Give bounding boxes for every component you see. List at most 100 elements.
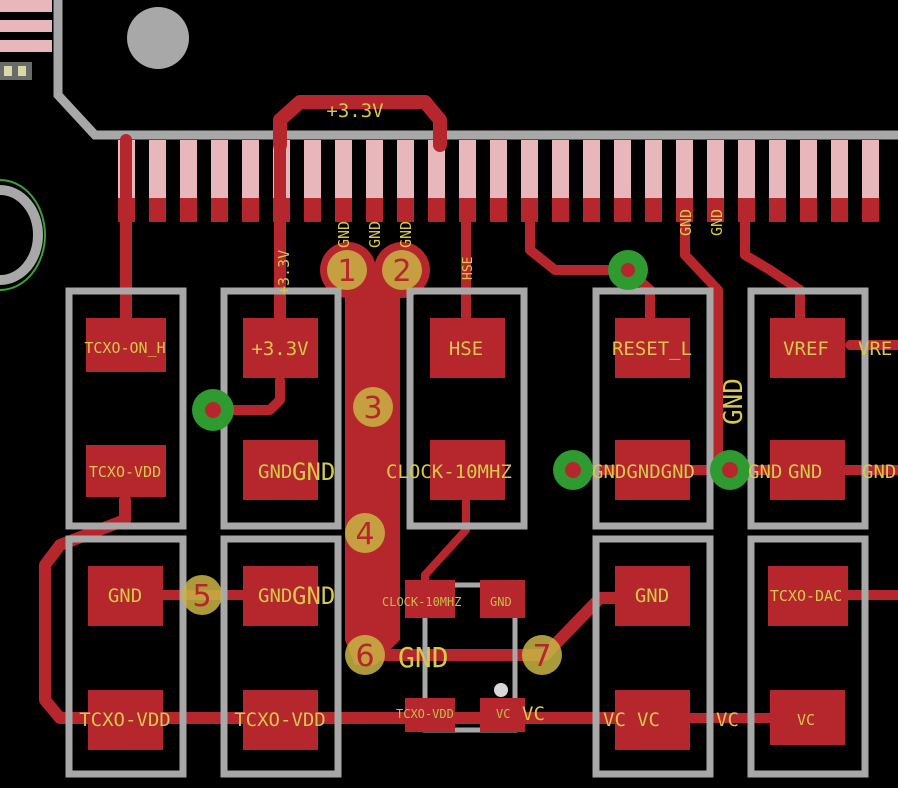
pad-label-tcxo-vdd: TCXO-VDD [89,463,161,481]
ic-pin-pad [676,198,693,222]
label-pin-gnd-e: GND [708,209,726,236]
ic-pin-pad [645,198,662,222]
marker-circle-1 [327,250,367,290]
ic-pin-pad [180,198,197,222]
ic-pin [645,140,662,198]
ic-pin [211,140,228,198]
ic-pin-pad [614,198,631,222]
ic-pin [862,140,879,198]
vias [192,250,750,697]
ic-pin-pad [242,198,259,222]
marker-label-3: 3 [363,391,382,426]
component-arc [0,179,46,291]
ic-pin [769,140,786,198]
pad-label-vc-b: VC [603,709,626,731]
component-outlines [65,287,869,778]
pad-label-gnd-r3: GND [862,461,896,483]
ic-pin-pad [366,198,383,222]
pad-label-gnd-m2: GND [292,582,335,610]
ic-pin-pad [490,198,507,222]
label-pin-gnd-d: GND [677,209,695,236]
ic-pin [707,140,724,198]
ic-pin [676,140,693,198]
smd-pads [86,318,848,750]
ic-pin-pad [521,198,538,222]
pad-label-vref-cut: VRE [858,338,892,360]
marker-label-2: 2 [392,254,411,289]
left-pins [0,0,52,80]
ic-pin [366,140,383,198]
ic-pin [490,140,507,198]
pad-label-gnd-mid: GND [258,461,292,483]
pad-label-hse: HSE [449,338,483,360]
label-pin-33v: +3.3V [275,250,293,295]
pad-label-gnd-mid2: GND [292,458,335,486]
ic-pin [552,140,569,198]
ic-outline [53,0,898,140]
ic-pin [800,140,817,198]
pad-label-small-gnd: GND [490,595,512,609]
pad-label-tcxo-dac: TCXO-DAC [770,587,842,605]
numbered-markers: 1 2 3 4 5 6 7 [182,250,562,675]
marker-label-1: 1 [337,254,356,289]
label-pin-gnd-c: GND [397,221,415,248]
ic-pin [242,140,259,198]
marker-label-7: 7 [532,639,551,674]
ic-pin [614,140,631,198]
marker-label-6: 6 [355,639,374,674]
silkscreen-labels: +3.3V GND GND GND +3.3V HSE GND GND TCXO… [79,100,896,731]
pad-label-tcxo-on-h: TCXO-ON_H [84,339,165,357]
ic-pin [583,140,600,198]
marker-circle-5 [182,575,222,615]
ic-pin-pad [304,198,321,222]
ic-pin-pad [335,198,352,222]
marker-label-4: 4 [355,517,374,552]
ic-pin [335,140,352,198]
ic-pins [118,140,879,222]
label-33v-rail: +3.3V [326,100,383,122]
pad-label-vc-a: VC [522,703,545,725]
pad-label-small-tcxo-vdd: TCXO-VDD [396,707,454,721]
pin1-dot [127,7,189,69]
pad-label-small-vc: VC [496,707,510,721]
ic-pin-pad [552,198,569,222]
label-pin-gnd-b: GND [366,221,384,248]
ic-pin [831,140,848,198]
pad-label-gnd-m: GND [258,585,292,607]
marker-label-5: 5 [192,579,211,614]
marker-circle-2 [382,250,422,290]
ic-pin-pad [800,198,817,222]
ic-pin [738,140,755,198]
ic-pin-pad [769,198,786,222]
marker-circle-4 [345,513,385,553]
ic-pin [459,140,476,198]
label-pin-gnd-a: GND [335,221,353,248]
ic-pin [304,140,321,198]
ic-pin-pad [211,198,228,222]
pad-label-gnd-r2: GND [788,461,822,483]
ic-pin-pad [428,198,445,222]
ic-pin [521,140,538,198]
marker-circle-7 [522,635,562,675]
marker-circle-3 [353,387,393,427]
pad-label-vc-e: VC [797,711,815,729]
pad-label-vref: VREF [783,338,829,360]
ic-pin [428,140,445,198]
ic-pin-pad [397,198,414,222]
ic-pin-pad [707,198,724,222]
pad-label-gnd-r1: GND [748,461,782,483]
component-outline [0,185,43,285]
pad-label-vc-d: VC [716,709,739,731]
ic-pin-pad [583,198,600,222]
ic-pin-pad [862,198,879,222]
gnd-spine [345,268,400,665]
ic-pin [397,140,414,198]
ic-pin-pad [149,198,166,222]
pad-label-vc-c: VC [637,709,660,731]
ic-pin-pad [831,198,848,222]
pad-label-tcxo-vdd-c: TCXO-VDD [234,709,326,731]
pad-label-gnd-6: GND [398,641,449,674]
pad-label-gnd-7: GND [635,585,669,607]
